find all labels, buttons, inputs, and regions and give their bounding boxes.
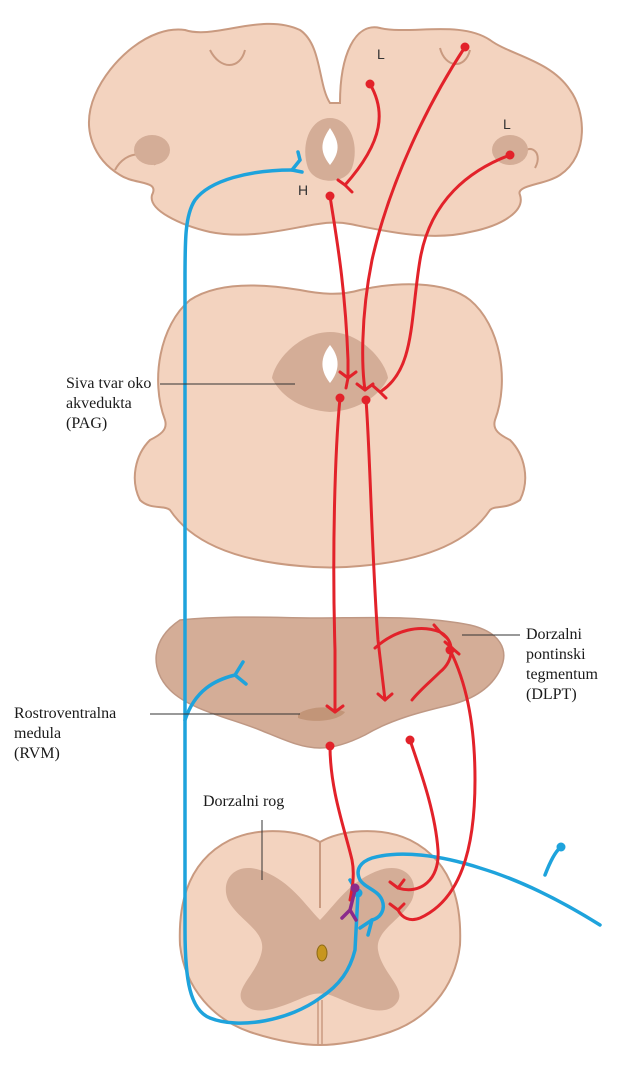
hypothalamic-neuron: [326, 192, 335, 201]
thalamic-neuron: [506, 151, 515, 160]
primary-afferent-terminal: [557, 843, 566, 852]
marker-L-right: L: [503, 116, 511, 132]
dlpt-label-line-3: tegmentum: [526, 665, 598, 685]
cortex-neuron-2: [461, 43, 470, 52]
dlpt-neuron-1: [406, 736, 415, 745]
dorsal-horn-label: Dorzalni rog: [203, 792, 284, 812]
pag-neuron-2: [362, 396, 371, 405]
dlpt-neuron-2: [446, 646, 455, 655]
marker-H: H: [298, 182, 308, 198]
pons-section: [156, 617, 504, 748]
dlpt-label-line-1: Dorzalni: [526, 625, 582, 645]
pons-outline: [156, 617, 504, 748]
spinal-cord-section: [180, 831, 460, 1045]
rvm-label-line-2: medula: [14, 724, 61, 744]
interneuron-cell-body: [351, 884, 360, 893]
dlpt-label-line-4: (DLPT): [526, 685, 577, 705]
pag-label-line-1: Siva tvar oko: [66, 374, 151, 394]
cortex-neuron-1: [366, 80, 375, 89]
marker-L-top: L: [377, 46, 385, 62]
central-canal: [317, 945, 327, 961]
rvm-label-line-1: Rostroventralna: [14, 704, 116, 724]
thalamus-left-grey: [134, 135, 170, 165]
midbrain-section: [135, 284, 525, 567]
midbrain-outline: [135, 284, 525, 567]
rvm-neuron: [326, 742, 335, 751]
pag-label-line-3: (PAG): [66, 414, 107, 434]
primary-afferent-branch: [545, 848, 560, 875]
pag-label-line-2: akvedukta: [66, 394, 132, 414]
pag-neuron-1: [336, 394, 345, 403]
rvm-label-line-3: (RVM): [14, 744, 60, 764]
dlpt-label-line-2: pontinski: [526, 645, 586, 665]
